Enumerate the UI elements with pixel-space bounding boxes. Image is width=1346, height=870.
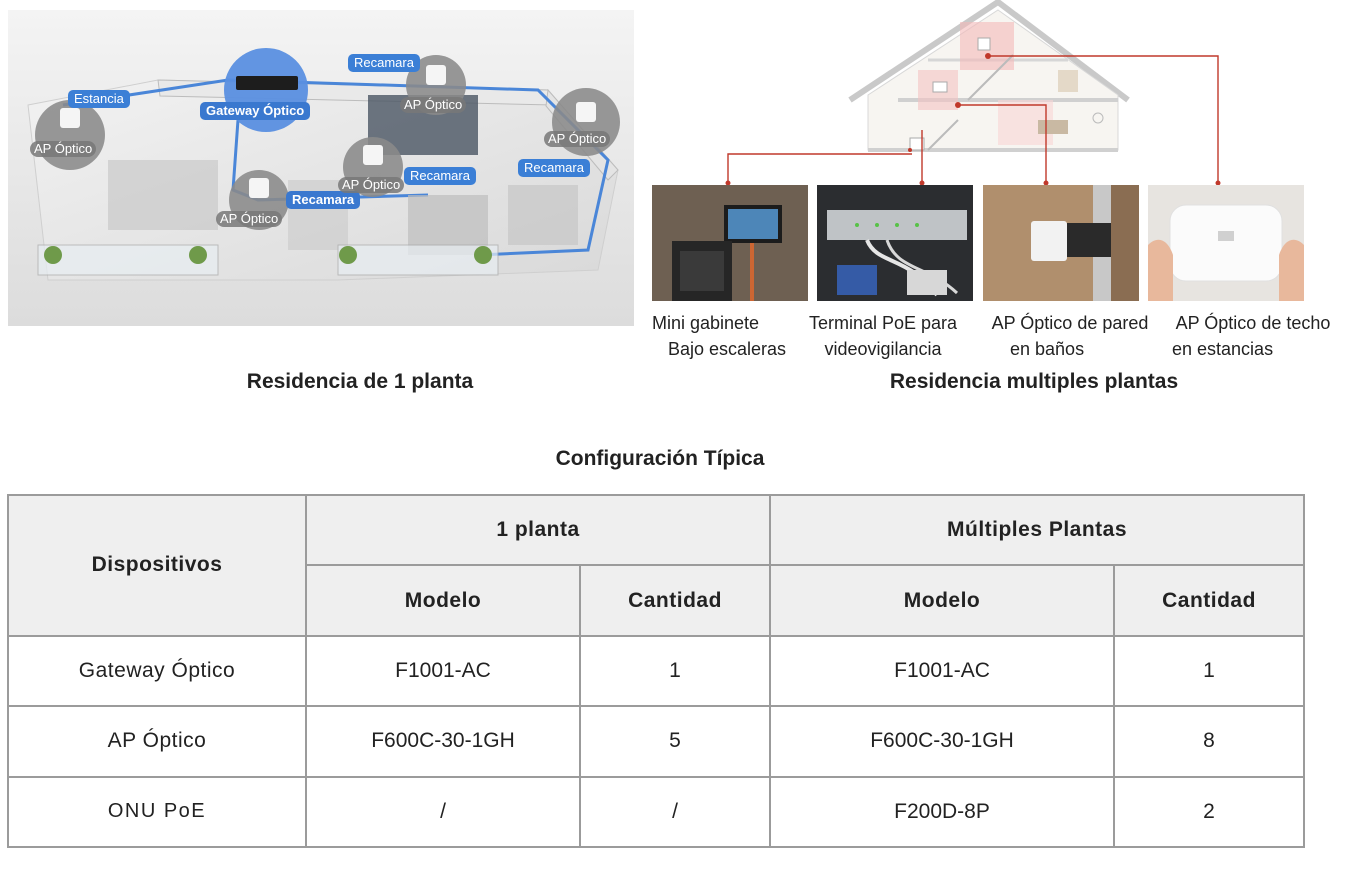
- caption-poe-terminal-line1: Terminal PoE para: [808, 313, 958, 333]
- caption-ceiling-ap: AP Óptico de techo en estancias: [1168, 310, 1338, 362]
- cell-qty-one-floor: 5: [578, 705, 772, 778]
- ap-label-bottom: AP Óptico: [216, 211, 283, 227]
- multi-floor-house-illustration: [848, 0, 1130, 160]
- room-tag-recamara-mid: Recamara: [404, 167, 476, 185]
- header-model-multi-floor: Modelo: [769, 564, 1116, 637]
- header-qty-one-floor: Cantidad: [578, 564, 772, 637]
- cell-model-multi-floor: F200D-8P: [769, 775, 1116, 849]
- single-floor-title: Residencia de 1 planta: [246, 370, 474, 393]
- cell-model-one-floor: F600C-30-1GH: [305, 705, 581, 778]
- caption-mini-cabinet: Mini gabinete Bajo escaleras: [642, 310, 812, 362]
- config-table: Dispositivos 1 planta Múltiples Plantas …: [7, 493, 1306, 849]
- header-qty-multi-floor: Cantidad: [1113, 564, 1306, 637]
- header-multi-floor: Múltiples Plantas: [769, 493, 1306, 567]
- cell-qty-one-floor: /: [578, 775, 772, 849]
- cell-model-multi-floor: F1001-AC: [769, 634, 1116, 708]
- header-devices: Dispositivos: [7, 494, 307, 637]
- table-row: ONU PoE / / F200D-8P 2: [7, 775, 1306, 849]
- cell-qty-multi-floor: 2: [1113, 775, 1306, 849]
- room-tag-recamara-low: Recamara: [286, 191, 361, 209]
- cell-device: AP Óptico: [7, 705, 307, 778]
- room-tag-gateway: Gateway Óptico: [200, 102, 311, 120]
- caption-wall-ap-line2: en baños: [1010, 339, 1085, 359]
- header-one-floor: 1 planta: [304, 493, 772, 567]
- caption-wall-ap: AP Óptico de pared en baños: [985, 310, 1155, 362]
- ap-label-center: AP Óptico: [338, 177, 405, 193]
- multi-floor-title: Residencia multiples plantas: [889, 370, 1179, 393]
- ceiling-ap-photo: [1148, 185, 1304, 301]
- table-row: AP Óptico F600C-30-1GH 5 F600C-30-1GH 8: [7, 705, 1306, 778]
- caption-ceiling-ap-line1: AP Óptico de techo: [1175, 313, 1331, 333]
- cell-model-multi-floor: F600C-30-1GH: [769, 705, 1116, 778]
- ap-label-top: AP Óptico: [400, 97, 467, 113]
- header-model-one-floor: Modelo: [305, 564, 581, 637]
- cell-qty-multi-floor: 1: [1113, 634, 1306, 708]
- ap-label-right: AP Óptico: [544, 131, 611, 147]
- ap-label-left: AP Óptico: [30, 141, 97, 157]
- caption-mini-cabinet-line2: Bajo escaleras: [667, 339, 787, 359]
- cell-model-one-floor: /: [305, 775, 581, 849]
- caption-wall-ap-line1: AP Óptico de pared: [991, 313, 1149, 333]
- cell-qty-multi-floor: 8: [1113, 705, 1306, 778]
- single-floor-floorplan-image: Estancia Gateway Óptico Recamara Recamar…: [8, 10, 634, 326]
- cell-qty-one-floor: 1: [578, 634, 772, 708]
- table-row: Gateway Óptico F1001-AC 1 F1001-AC 1: [7, 634, 1306, 708]
- cell-model-one-floor: F1001-AC: [305, 634, 581, 708]
- room-tag-recamara-top: Recamara: [348, 54, 420, 72]
- poe-terminal-photo: [817, 185, 973, 301]
- mini-cabinet-photo: [652, 185, 808, 301]
- cell-device: ONU PoE: [7, 775, 307, 849]
- room-tag-recamara-right: Recamara: [518, 159, 590, 177]
- wall-ap-photo: [983, 185, 1139, 301]
- caption-ceiling-ap-line2: en estancias: [1172, 339, 1274, 359]
- connector-lines: [725, 55, 1221, 186]
- caption-mini-cabinet-line1: Mini gabinete: [652, 313, 760, 333]
- room-tag-estancia: Estancia: [68, 90, 130, 108]
- config-title: Configuración Típica: [555, 447, 765, 470]
- caption-poe-terminal: Terminal PoE para videovigilancia: [798, 310, 968, 362]
- cell-device: Gateway Óptico: [7, 634, 307, 708]
- caption-poe-terminal-line2: videovigilancia: [824, 339, 942, 359]
